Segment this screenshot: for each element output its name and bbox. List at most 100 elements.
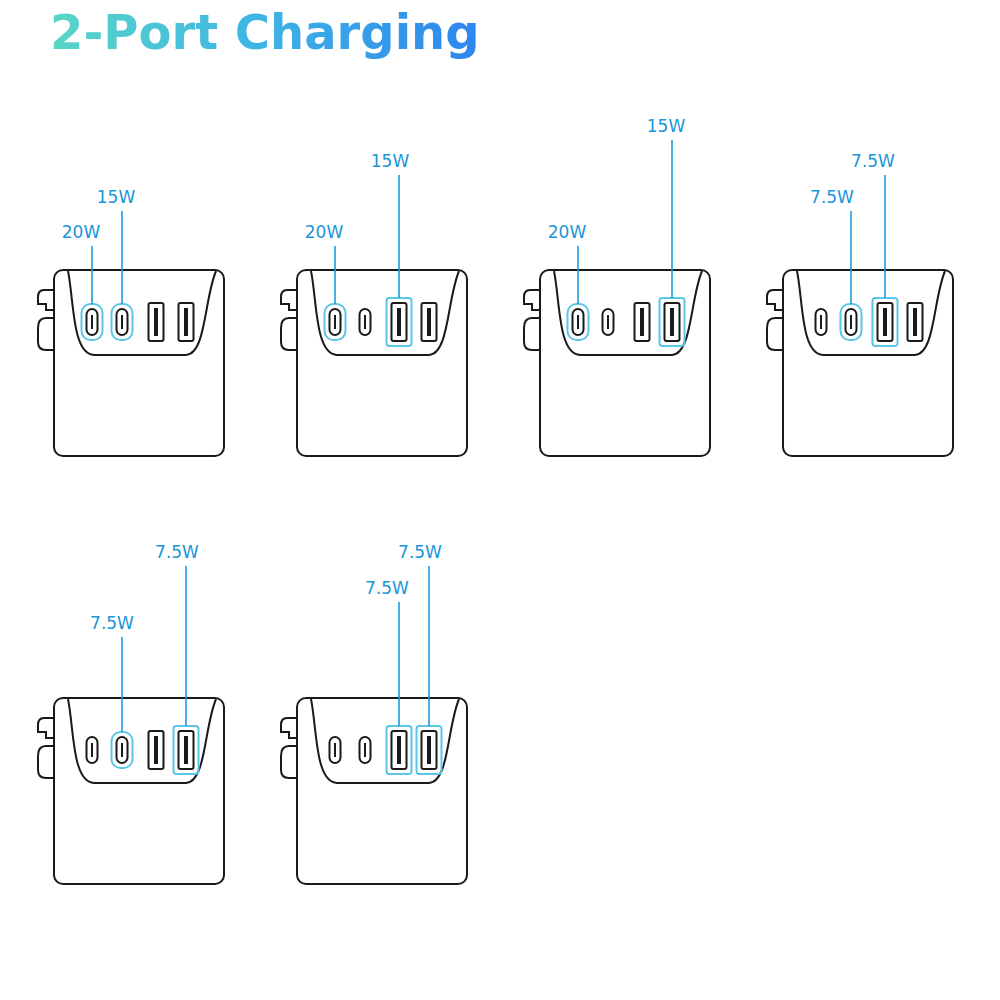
charger-body [297, 698, 467, 884]
leader-line [671, 140, 673, 298]
port-slot [427, 736, 431, 764]
usb-c-port [360, 737, 371, 763]
leader-line [850, 211, 852, 304]
charger-body [54, 698, 224, 884]
charger [767, 270, 953, 456]
port-slot [184, 308, 188, 336]
usb-a-port [878, 303, 893, 341]
usb-c-port [360, 309, 371, 335]
port-slot [91, 315, 93, 329]
port-highlight [873, 298, 898, 346]
usb-a-port [179, 303, 194, 341]
usb-a-port [635, 303, 650, 341]
charger [281, 698, 467, 884]
wattage-label: 7.5W [850, 151, 896, 171]
leader-line [884, 175, 886, 298]
port-panel [311, 699, 459, 783]
usb-a-port [149, 303, 164, 341]
port-slot [91, 743, 93, 757]
charger-body [54, 270, 224, 456]
usb-c-port [87, 737, 98, 763]
wattage-label: 20W [61, 222, 101, 242]
charger-body [297, 270, 467, 456]
port-slot [427, 308, 431, 336]
port-panel [68, 699, 216, 783]
port-highlight [387, 298, 412, 346]
port-slot [334, 743, 336, 757]
port-slot [184, 736, 188, 764]
port-highlight [568, 304, 589, 340]
charger-body [783, 270, 953, 456]
wattage-label: 7.5W [89, 613, 135, 633]
charger [524, 270, 710, 456]
leader-line [398, 602, 400, 726]
port-slot [121, 315, 123, 329]
charger [38, 270, 224, 456]
page-title: 2-Port Charging [50, 2, 480, 62]
charger [38, 698, 224, 884]
port-slot [850, 315, 852, 329]
port-highlight [82, 304, 103, 340]
leader-line [428, 566, 430, 726]
usb-a-port [149, 731, 164, 769]
leader-line [398, 175, 400, 298]
port-highlight [417, 726, 442, 774]
port-slot [334, 315, 336, 329]
usb-c-port [816, 309, 827, 335]
port-highlight [387, 726, 412, 774]
port-panel [311, 271, 459, 355]
port-slot [154, 736, 158, 764]
wattage-label: 7.5W [364, 578, 410, 598]
port-slot [577, 315, 579, 329]
wattage-label: 7.5W [154, 542, 200, 562]
usb-c-port [117, 309, 128, 335]
port-slot [397, 736, 401, 764]
wattage-label: 15W [646, 116, 686, 136]
wattage-label: 15W [96, 187, 136, 207]
wattage-label: 20W [304, 222, 344, 242]
wattage-label: 15W [370, 151, 410, 171]
wattage-label: 7.5W [397, 542, 443, 562]
port-slot [397, 308, 401, 336]
port-highlight [112, 732, 133, 768]
usb-a-port [665, 303, 680, 341]
usb-a-port [908, 303, 923, 341]
wattage-label: 7.5W [809, 187, 855, 207]
port-slot [670, 308, 674, 336]
usb-c-port [330, 309, 341, 335]
usb-c-port [573, 309, 584, 335]
port-slot [883, 308, 887, 336]
usb-a-port [392, 303, 407, 341]
leader-line [334, 246, 336, 304]
port-highlight [174, 726, 199, 774]
leader-line [91, 246, 93, 304]
usb-a-port [422, 731, 437, 769]
port-highlight [660, 298, 685, 346]
usb-c-port [87, 309, 98, 335]
port-slot [913, 308, 917, 336]
port-slot [607, 315, 609, 329]
usb-a-port [179, 731, 194, 769]
port-slot [364, 315, 366, 329]
usb-c-port [603, 309, 614, 335]
port-panel [68, 271, 216, 355]
port-slot [154, 308, 158, 336]
port-highlight [325, 304, 346, 340]
usb-c-port [330, 737, 341, 763]
leader-line [121, 637, 123, 732]
leader-line [121, 211, 123, 304]
port-slot [820, 315, 822, 329]
wattage-label: 20W [547, 222, 587, 242]
port-slot [640, 308, 644, 336]
charger [281, 270, 467, 456]
charger-body [540, 270, 710, 456]
leader-line [577, 246, 579, 304]
usb-a-port [422, 303, 437, 341]
usb-c-port [846, 309, 857, 335]
port-panel [554, 271, 702, 355]
port-panel [797, 271, 945, 355]
port-highlight [112, 304, 133, 340]
port-slot [121, 743, 123, 757]
